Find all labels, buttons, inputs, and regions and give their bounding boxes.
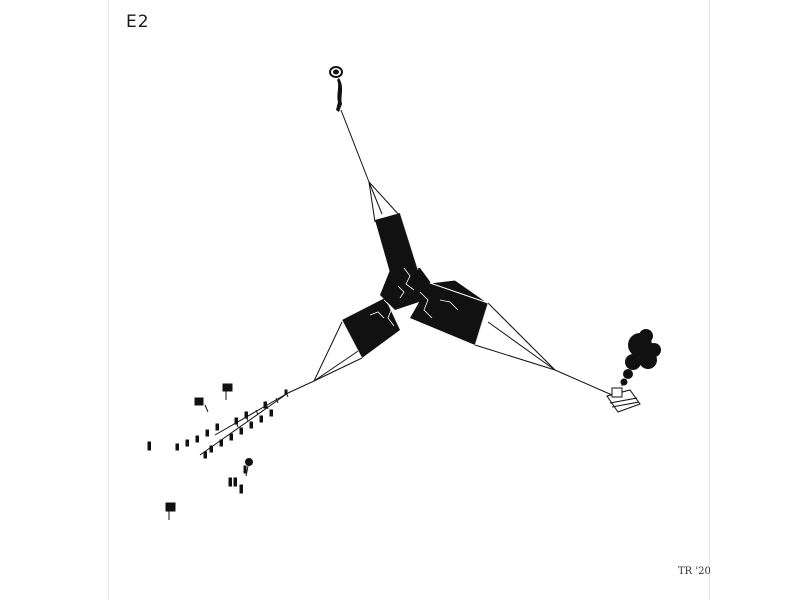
smoking-tractor — [606, 329, 661, 413]
pullers-row-2 — [203, 409, 273, 459]
pullers-row-1 — [234, 389, 289, 428]
smoke-cloud — [620, 329, 661, 386]
crack-lines — [369, 267, 459, 327]
protest-signs — [165, 383, 253, 520]
artist-signature: TR '20 — [678, 566, 711, 577]
tri-block — [341, 212, 489, 359]
floating-figure — [329, 66, 343, 112]
bystanders — [147, 441, 247, 494]
pullers-row-3 — [175, 423, 219, 451]
drawing-label: E2 — [126, 12, 150, 32]
tether-lines — [199, 109, 613, 456]
crowd-of-people — [147, 383, 289, 520]
